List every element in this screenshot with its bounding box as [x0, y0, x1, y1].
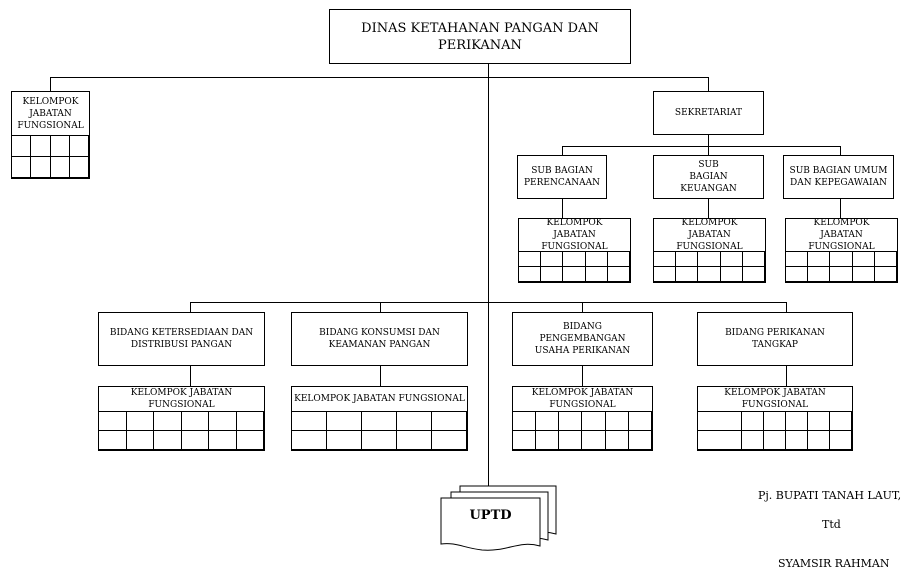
kjf-keuangan-grid: KELOMPOK JABATAN FUNGSIONAL	[653, 218, 766, 283]
kjf-grid-cells	[786, 252, 897, 282]
sub-bagian-label: SUB BAGIAN KEUANGAN	[680, 160, 737, 194]
connector-line	[708, 146, 709, 155]
kjf-ketersediaan-grid: KELOMPOK JABATAN FUNGSIONAL	[98, 386, 265, 451]
sub-bagian-label: SUB BAGIAN UMUM DAN KEPEGAWAIAN	[789, 166, 888, 188]
sub-bagian-keuangan-box: SUB BAGIAN KEUANGAN	[653, 155, 764, 199]
kjf-perencanaan-grid: KELOMPOK JABATAN FUNGSIONAL	[518, 218, 631, 283]
connector-line	[190, 302, 786, 303]
kjf-pengembangan-grid: KELOMPOK JABATAN FUNGSIONAL	[512, 386, 653, 451]
connector-line	[708, 135, 709, 146]
kjf-label: KELOMPOK JABATAN FUNGSIONAL	[292, 387, 467, 412]
connector-line	[786, 366, 787, 386]
kjf-perikanan-tangkap-grid: KELOMPOK JABATAN FUNGSIONAL	[697, 386, 853, 451]
signature-title: Pj. BUPATI TANAH LAUT,	[758, 489, 902, 502]
bidang-label: BIDANG KETERSEDIAAN DAN DISTRIBUSI PANGA…	[109, 328, 254, 350]
connector-line	[582, 302, 583, 312]
sub-bagian-perencanaan-box: SUB BAGIAN PERENCANAAN	[517, 155, 607, 199]
bidang-pengembangan-box: BIDANG PENGEMBANGAN USAHA PERIKANAN	[512, 312, 653, 366]
kjf-left-box: KELOMPOK JABATAN FUNGSIONAL	[11, 91, 90, 179]
sekretariat-box: SEKRETARIAT	[653, 91, 764, 135]
bidang-label: BIDANG PENGEMBANGAN USAHA PERIKANAN	[534, 322, 631, 356]
head-title-line1: DINAS KETAHANAN PANGAN DAN	[361, 20, 599, 36]
kjf-grid-cells	[513, 412, 652, 450]
connector-line	[786, 302, 787, 312]
sub-bagian-label: SUB BAGIAN PERENCANAAN	[524, 166, 600, 188]
bidang-label: BIDANG KONSUMSI DAN KEAMANAN PANGAN	[319, 328, 440, 350]
connector-line	[190, 366, 191, 386]
connector-line	[582, 366, 583, 386]
connector-line	[488, 64, 489, 496]
head-office-box: DINAS KETAHANAN PANGAN DAN PERIKANAN	[329, 9, 631, 64]
sekretariat-label: SEKRETARIAT	[674, 108, 743, 118]
kjf-label: KELOMPOK JABATAN FUNGSIONAL	[513, 387, 652, 412]
bidang-perikanan-tangkap-box: BIDANG PERIKANAN TANGKAP	[697, 312, 853, 366]
kjf-label: KELOMPOK JABATAN FUNGSIONAL	[99, 387, 264, 412]
kjf-grid-cells	[99, 412, 264, 450]
signature-ttd: Ttd	[822, 518, 841, 531]
kjf-label: KELOMPOK JABATAN FUNGSIONAL	[519, 218, 630, 252]
kjf-grid-cells	[12, 136, 89, 178]
connector-line	[380, 302, 381, 312]
connector-line	[50, 77, 51, 91]
connector-line	[50, 77, 708, 78]
connector-line	[840, 146, 841, 155]
connector-line	[562, 199, 563, 218]
kjf-konsumsi-grid: KELOMPOK JABATAN FUNGSIONAL	[291, 386, 468, 451]
connector-line	[380, 366, 381, 386]
uptd-label: UPTD	[469, 508, 512, 523]
connector-line	[562, 146, 563, 155]
bidang-ketersediaan-box: BIDANG KETERSEDIAAN DAN DISTRIBUSI PANGA…	[98, 312, 265, 366]
connector-line	[708, 77, 709, 91]
sub-bagian-umum-box: SUB BAGIAN UMUM DAN KEPEGAWAIAN	[783, 155, 894, 199]
kjf-grid-cells	[292, 412, 467, 450]
connector-line	[190, 302, 191, 312]
kjf-grid-cells	[519, 252, 630, 282]
connector-line	[708, 199, 709, 218]
kjf-umum-grid: KELOMPOK JABATAN FUNGSIONAL	[785, 218, 898, 283]
bidang-konsumsi-box: BIDANG KONSUMSI DAN KEAMANAN PANGAN	[291, 312, 468, 366]
head-title-line2: PERIKANAN	[438, 37, 522, 53]
kjf-label: KELOMPOK JABATAN FUNGSIONAL	[654, 218, 765, 252]
uptd-document-stack	[440, 485, 557, 551]
kjf-label: KELOMPOK JABATAN FUNGSIONAL	[12, 92, 89, 136]
kjf-grid-cells	[654, 252, 765, 282]
bidang-label: BIDANG PERIKANAN TANGKAP	[725, 328, 825, 350]
connector-line	[562, 146, 840, 147]
kjf-label: KELOMPOK JABATAN FUNGSIONAL	[786, 218, 897, 252]
kjf-grid-cells	[698, 412, 852, 450]
connector-line	[840, 199, 841, 218]
signature-name: SYAMSIR RAHMAN	[778, 557, 890, 570]
kjf-label: KELOMPOK JABATAN FUNGSIONAL	[698, 387, 852, 412]
